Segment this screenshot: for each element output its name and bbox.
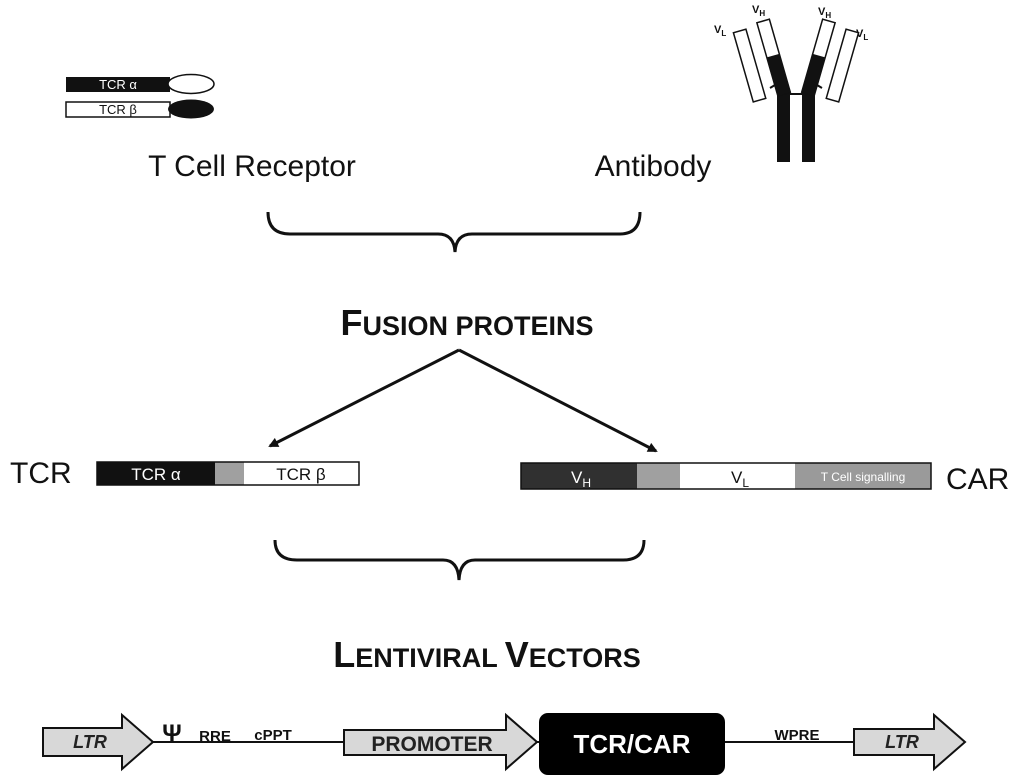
- tcell-receptor-label: T Cell Receptor: [148, 150, 356, 183]
- vector-map: LTR Ψ RRE cPPT PROMOTER TCR/CAR WPRE LTR: [42, 712, 967, 775]
- tcr-fusion-alpha-label: TCR α: [131, 465, 181, 484]
- arrow-to-car: [458, 348, 658, 453]
- tcr-fusion-linker: [215, 462, 244, 485]
- tcr-car-cassette: [539, 713, 725, 775]
- car-linker-segment: [637, 463, 680, 489]
- bottom-brace: [273, 539, 646, 581]
- psi-label: Ψ: [162, 720, 181, 747]
- car-fusion-bar: VH VL T Cell signalling: [520, 462, 932, 490]
- car-vh-label: VH: [571, 468, 591, 490]
- tcr-car-label: TCR/CAR: [574, 729, 691, 759]
- tcr-alpha-bar: [66, 77, 170, 92]
- antibody-vl-right: VL: [856, 28, 868, 42]
- car-signal-label: T Cell signalling: [821, 470, 906, 484]
- ltr-left-arrow: [42, 712, 155, 772]
- car-signal-segment: [795, 463, 931, 489]
- car-vl-label: VL: [731, 468, 749, 490]
- tcr-alpha-label: TCR α: [99, 77, 137, 92]
- top-brace: [266, 211, 642, 253]
- wpre-label: WPRE: [775, 727, 820, 744]
- tcr-label: TCR: [10, 457, 72, 490]
- car-vl-segment: [680, 463, 795, 489]
- antibody-stem-left: [777, 92, 790, 162]
- cppt-label: cPPT: [254, 727, 292, 744]
- antibody-vh-right: VH: [818, 6, 831, 20]
- ltr-right-label: LTR: [885, 732, 919, 752]
- rre-label: RRE: [199, 728, 231, 745]
- tcr-beta-constant: [168, 99, 214, 119]
- lentiviral-vectors-heading: LENTIVIRAL VECTORS: [333, 634, 641, 675]
- antibody-vh-left: VH: [752, 4, 765, 18]
- antibody-label: Antibody: [595, 150, 712, 183]
- promoter-label: PROMOTER: [371, 733, 492, 756]
- promoter-arrow: [343, 712, 539, 772]
- tcr-fusion-bar: TCR α TCR β: [96, 461, 360, 486]
- antibody-stem-right: [802, 92, 815, 162]
- arrow-to-tcr: [268, 348, 460, 448]
- antibody-icon: VL VH VH VL: [714, 4, 868, 162]
- antibody-vl-left: VL: [714, 24, 726, 38]
- tcr-alpha-constant: [167, 73, 215, 95]
- ltr-right-arrow: [853, 712, 967, 772]
- tcr-fusion-alpha: [97, 462, 215, 485]
- tcr-fusion-beta: [244, 462, 359, 485]
- tcr-fusion-beta-label: TCR β: [276, 465, 326, 484]
- tcr-icon: TCR α TCR β: [65, 73, 215, 119]
- fusion-proteins-heading: FUSION PROTEINS: [340, 302, 593, 343]
- car-vh-segment: [521, 463, 637, 489]
- ltr-left-label: LTR: [73, 732, 107, 752]
- tcr-beta-label: TCR β: [99, 102, 137, 117]
- car-label: CAR: [946, 463, 1009, 496]
